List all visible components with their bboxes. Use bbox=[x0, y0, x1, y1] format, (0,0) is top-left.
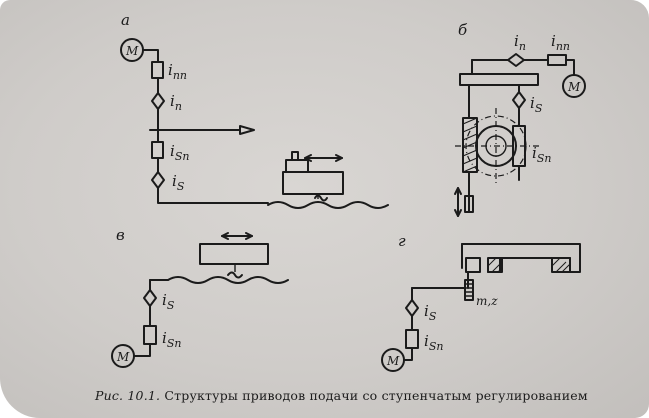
caption-number: Рис. 10.1. bbox=[95, 388, 161, 403]
label-b-inn-i: i bbox=[551, 32, 556, 50]
label-a-in-sub: n bbox=[175, 100, 182, 113]
label-b-isn-sub: Sn bbox=[537, 152, 552, 165]
block-g-left bbox=[487, 257, 503, 273]
label-g-is: iS bbox=[424, 302, 437, 323]
label-b-in: in bbox=[514, 32, 526, 53]
nut-v bbox=[227, 271, 243, 279]
panel-g-letter: г bbox=[398, 232, 406, 250]
pinion-g-teeth bbox=[465, 283, 473, 297]
panel-b-letter: б bbox=[458, 21, 468, 39]
panel-a-letter: а bbox=[121, 11, 130, 29]
label-v-is-i: i bbox=[162, 291, 167, 309]
motion-arrow-a-heads bbox=[304, 154, 343, 162]
label-a-is-i: i bbox=[172, 172, 177, 190]
shaft-a-5 bbox=[157, 187, 269, 204]
label-g-isn-i: i bbox=[424, 332, 429, 350]
sleeve-b-hatch bbox=[462, 117, 478, 173]
motor-b-label: М bbox=[567, 80, 581, 94]
ratio-box-v-sn bbox=[143, 325, 157, 345]
label-g-is-i: i bbox=[424, 302, 429, 320]
spindle-a-arrow bbox=[239, 125, 255, 135]
label-b-is-i: i bbox=[530, 94, 535, 112]
label-b-isn: iSn bbox=[532, 144, 551, 165]
motor-v-label: М bbox=[116, 350, 130, 364]
shaft-g-motor bbox=[403, 347, 413, 361]
panel-b: б in inn М iS iSn bbox=[454, 21, 586, 217]
ratio-diamond-v-s bbox=[143, 289, 157, 307]
block-g-right-hatch bbox=[551, 257, 571, 273]
label-b-is-sub: S bbox=[535, 102, 543, 115]
label-g-is-sub: S bbox=[429, 310, 437, 323]
label-a-inn: inn bbox=[168, 61, 187, 82]
label-b-in-i: i bbox=[514, 32, 519, 50]
motor-b bbox=[562, 74, 586, 98]
panel-v-letter: в bbox=[116, 226, 125, 244]
label-b-inn-sub: nn bbox=[556, 40, 570, 53]
lead-screw-a bbox=[267, 201, 389, 209]
label-v-is: iS bbox=[162, 291, 175, 312]
gear-b-axes bbox=[455, 108, 540, 184]
label-v-isn-sub: Sn bbox=[167, 337, 182, 350]
motor-a-label: М bbox=[125, 44, 139, 58]
shaft-a-motor bbox=[142, 49, 159, 63]
shaft-b-motor bbox=[565, 59, 575, 76]
label-v-is-sub: S bbox=[167, 299, 175, 312]
label-b-inn: inn bbox=[551, 32, 570, 53]
motion-arrow-v-heads bbox=[221, 232, 253, 240]
lead-screw-v bbox=[167, 276, 289, 284]
nut-a bbox=[314, 194, 328, 202]
tool-b bbox=[464, 195, 474, 213]
label-a-is-sub: S bbox=[177, 180, 185, 193]
motion-arrow-b-heads bbox=[454, 187, 462, 217]
ratio-diamond-b-n bbox=[507, 53, 525, 67]
label-b-isn-i: i bbox=[532, 144, 537, 162]
label-a-inn-sub: nn bbox=[173, 69, 187, 82]
ratio-diamond-g-s bbox=[405, 299, 419, 317]
tool-block-a bbox=[285, 159, 309, 173]
block-g-right bbox=[551, 257, 571, 273]
label-g-isn-sub: Sn bbox=[429, 340, 444, 353]
caption-text: Структуры приводов подачи со ступенчатым… bbox=[164, 388, 588, 403]
ratio-box-a-nn bbox=[151, 61, 164, 79]
label-b-in-sub: n bbox=[519, 40, 526, 53]
figure-caption: Рис. 10.1. Структуры приводов подачи со … bbox=[95, 388, 588, 403]
shaft-v-motor bbox=[133, 343, 151, 357]
ratio-diamond-b-s bbox=[512, 91, 526, 109]
label-a-in: in bbox=[170, 92, 182, 113]
tool-a bbox=[291, 151, 299, 161]
pinion-g bbox=[464, 279, 474, 301]
pinion-housing-g bbox=[465, 257, 481, 273]
panel-g: г m,z iS iSn М bbox=[381, 232, 581, 372]
label-a-in-i: i bbox=[170, 92, 175, 110]
panel-v: в iS iSn М bbox=[111, 226, 289, 368]
carriage-a bbox=[282, 171, 344, 195]
ratio-box-b-nn bbox=[547, 54, 567, 66]
spindle-head-b bbox=[459, 73, 539, 86]
label-g-mz: m,z bbox=[476, 294, 498, 308]
ratio-box-a-sn bbox=[151, 141, 164, 159]
label-g-isn: iSn bbox=[424, 332, 443, 353]
label-a-is: iS bbox=[172, 172, 185, 193]
panel-a: а М inn in iSn iS bbox=[120, 11, 389, 209]
label-a-isn: iSn bbox=[170, 142, 189, 163]
label-a-isn-i: i bbox=[170, 142, 175, 160]
motor-g-label: М bbox=[386, 354, 400, 368]
label-a-inn-i: i bbox=[168, 61, 173, 79]
block-g-left-hatch bbox=[487, 257, 503, 273]
ratio-box-g-sn bbox=[405, 329, 419, 349]
ratio-diamond-a-s bbox=[151, 171, 165, 189]
ratio-diamond-a-n bbox=[151, 92, 165, 110]
label-v-isn: iSn bbox=[162, 329, 181, 350]
table-v bbox=[199, 243, 269, 265]
label-v-isn-i: i bbox=[162, 329, 167, 347]
label-b-is: iS bbox=[530, 94, 543, 115]
motor-v bbox=[111, 344, 135, 368]
motor-g bbox=[381, 348, 405, 372]
label-a-isn-sub: Sn bbox=[175, 150, 190, 163]
